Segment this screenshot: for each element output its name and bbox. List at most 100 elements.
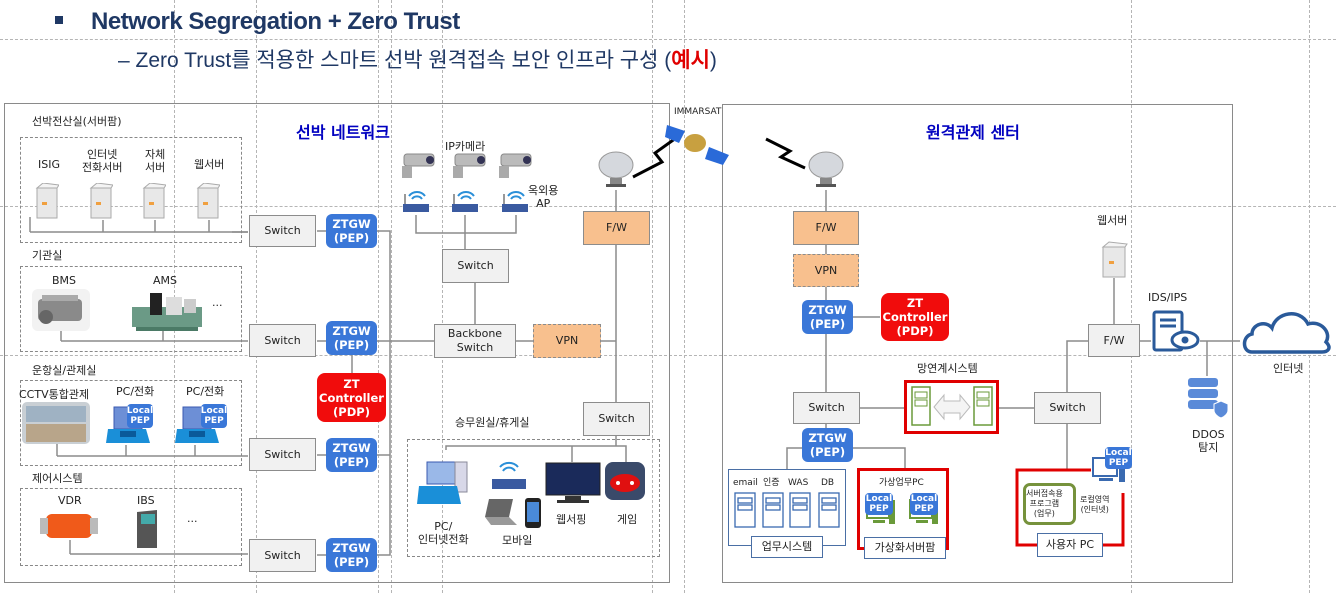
guide-line [174, 0, 175, 593]
network-link-system[interactable] [904, 380, 999, 434]
server-label-voip: 인터넷 전화서버 [82, 148, 123, 174]
device-label-pc-voip: PC/ 인터넷전화 [418, 520, 469, 546]
center-outer-firewall[interactable]: F/W [1088, 324, 1140, 357]
device-label-pc-phone-1: PC/전화 [116, 385, 155, 398]
game-controller-icon [605, 462, 645, 500]
internet-cloud-icon [1242, 312, 1331, 354]
switch[interactable]: Switch [249, 438, 316, 471]
engine-icon [32, 289, 90, 331]
server-label-isig: ISIG [38, 158, 60, 171]
backbone-switch[interactable]: Backbone Switch [434, 324, 516, 358]
vdr-icon [40, 514, 98, 538]
example-highlight: 예시 [671, 49, 710, 72]
ddos-detection-icon [1188, 378, 1229, 418]
virtual-pc-label: 가상업무PC [879, 478, 924, 488]
server-label-email: email [733, 478, 758, 488]
engine-room-label: 기관실 [32, 249, 63, 262]
zt-controller-pdp[interactable]: ZT Controller (PDP) [317, 373, 386, 422]
guide-line [0, 355, 1336, 356]
business-servers-icon [734, 492, 840, 528]
link-system-label: 망연계시스템 [917, 362, 978, 375]
user-pc-label: 사용자 PC [1037, 533, 1103, 557]
bridge-label: 운항실/관제실 [32, 364, 97, 377]
guide-line [442, 0, 443, 593]
switch[interactable]: Switch [249, 215, 316, 247]
guide-line [684, 0, 685, 593]
mobile-phone-icon [525, 498, 541, 528]
server-label-auth: 인증 [763, 478, 780, 488]
ids-ips-icon [1152, 310, 1200, 352]
device-label-ams: AMS [153, 274, 177, 287]
ids-ips-label: IDS/IPS [1148, 291, 1188, 304]
ship-network-title: 선박 네트워크 [296, 123, 390, 142]
ip-camera-label: IP카메라 [445, 140, 486, 153]
ztgw-pep[interactable]: ZTGW (PEP) [326, 214, 377, 248]
zt-controller-pdp[interactable]: ZT Controller (PDP) [881, 293, 949, 341]
satellite-icon [665, 125, 729, 165]
wireless-ap-icon [452, 191, 478, 212]
device-label-mobile: 모바일 [502, 534, 533, 547]
server-label-was: WAS [788, 478, 809, 488]
server-access-program[interactable] [1023, 483, 1076, 525]
ip-camera-icon [499, 153, 532, 178]
cctv-control-room-icon [22, 402, 90, 444]
server-label-own: 자체 서버 [145, 148, 166, 174]
device-label-vdr: VDR [58, 494, 82, 507]
guide-line [1309, 0, 1310, 593]
server-room-label: 선박전산실(서버팜) [32, 115, 122, 128]
local-area-label: 로컬영역 (인터넷) [1080, 495, 1110, 514]
crew-room-zone [407, 439, 660, 557]
ship-vpn[interactable]: VPN [533, 324, 601, 358]
ship-network-panel [4, 103, 670, 583]
internet-label: 인터넷 [1273, 362, 1304, 375]
device-label-pc-phone-2: PC/전화 [186, 385, 225, 398]
guide-line [378, 0, 379, 593]
switch[interactable]: Switch [249, 539, 316, 572]
pc-phone-icon [417, 461, 468, 504]
tv-monitor-icon [545, 462, 601, 503]
laptop-icon [485, 499, 517, 525]
server-room-zone [20, 137, 242, 243]
server-label-db: DB [821, 478, 835, 488]
bridge-zone [20, 380, 242, 466]
local-pep-badge: Local PEP [865, 493, 893, 515]
center-firewall[interactable]: F/W [793, 211, 859, 245]
ztgw-pep[interactable]: ZTGW (PEP) [326, 538, 377, 572]
remote-center-panel [722, 104, 1233, 583]
immarsat-label: IMMARSAT [674, 107, 722, 117]
slide-subtitle: – Zero Trust를 적용한 스마트 선박 원격접속 보안 인프라 구성 … [118, 49, 717, 72]
center-vpn[interactable]: VPN [793, 254, 859, 287]
network-link-servers-icon [911, 386, 993, 426]
ship-firewall[interactable]: F/W [583, 211, 650, 245]
switch[interactable]: Switch [793, 392, 860, 424]
server-icon [35, 183, 59, 219]
local-pep-badge: Local PEP [1105, 447, 1132, 469]
switch[interactable]: Switch [442, 249, 509, 283]
switch[interactable]: Switch [583, 402, 650, 436]
guide-line [0, 39, 1336, 40]
switch[interactable]: Switch [1034, 392, 1101, 424]
ams-console-icon [132, 293, 202, 331]
ip-camera-icon [402, 153, 435, 178]
ip-camera-icon [453, 153, 486, 178]
local-pep-badge: Local PEP [910, 493, 938, 515]
ztgw-pep[interactable]: ZTGW (PEP) [802, 300, 853, 334]
ibs-kiosk-icon [137, 510, 157, 548]
ddos-label: DDOS 탐지 [1192, 428, 1225, 454]
bullet-icon [55, 15, 63, 24]
switch[interactable]: Switch [249, 324, 316, 357]
server-access-program-label: 서버접속용 프로그램 (업무) [1026, 489, 1063, 518]
guide-line [391, 0, 392, 593]
guide-line [0, 206, 1336, 207]
device-label-game: 게임 [617, 513, 638, 526]
slide-title: Network Segregation + Zero Trust [55, 8, 460, 36]
device-label-bms: BMS [52, 274, 77, 287]
remote-center-title: 원격관제 센터 [926, 123, 1020, 142]
ztgw-pep[interactable]: ZTGW (PEP) [326, 321, 377, 355]
ztgw-pep[interactable]: ZTGW (PEP) [326, 438, 377, 472]
local-pep-badge: Local PEP [126, 404, 154, 428]
ztgw-pep[interactable]: ZTGW (PEP) [802, 428, 853, 462]
device-label-more: ... [187, 512, 198, 525]
